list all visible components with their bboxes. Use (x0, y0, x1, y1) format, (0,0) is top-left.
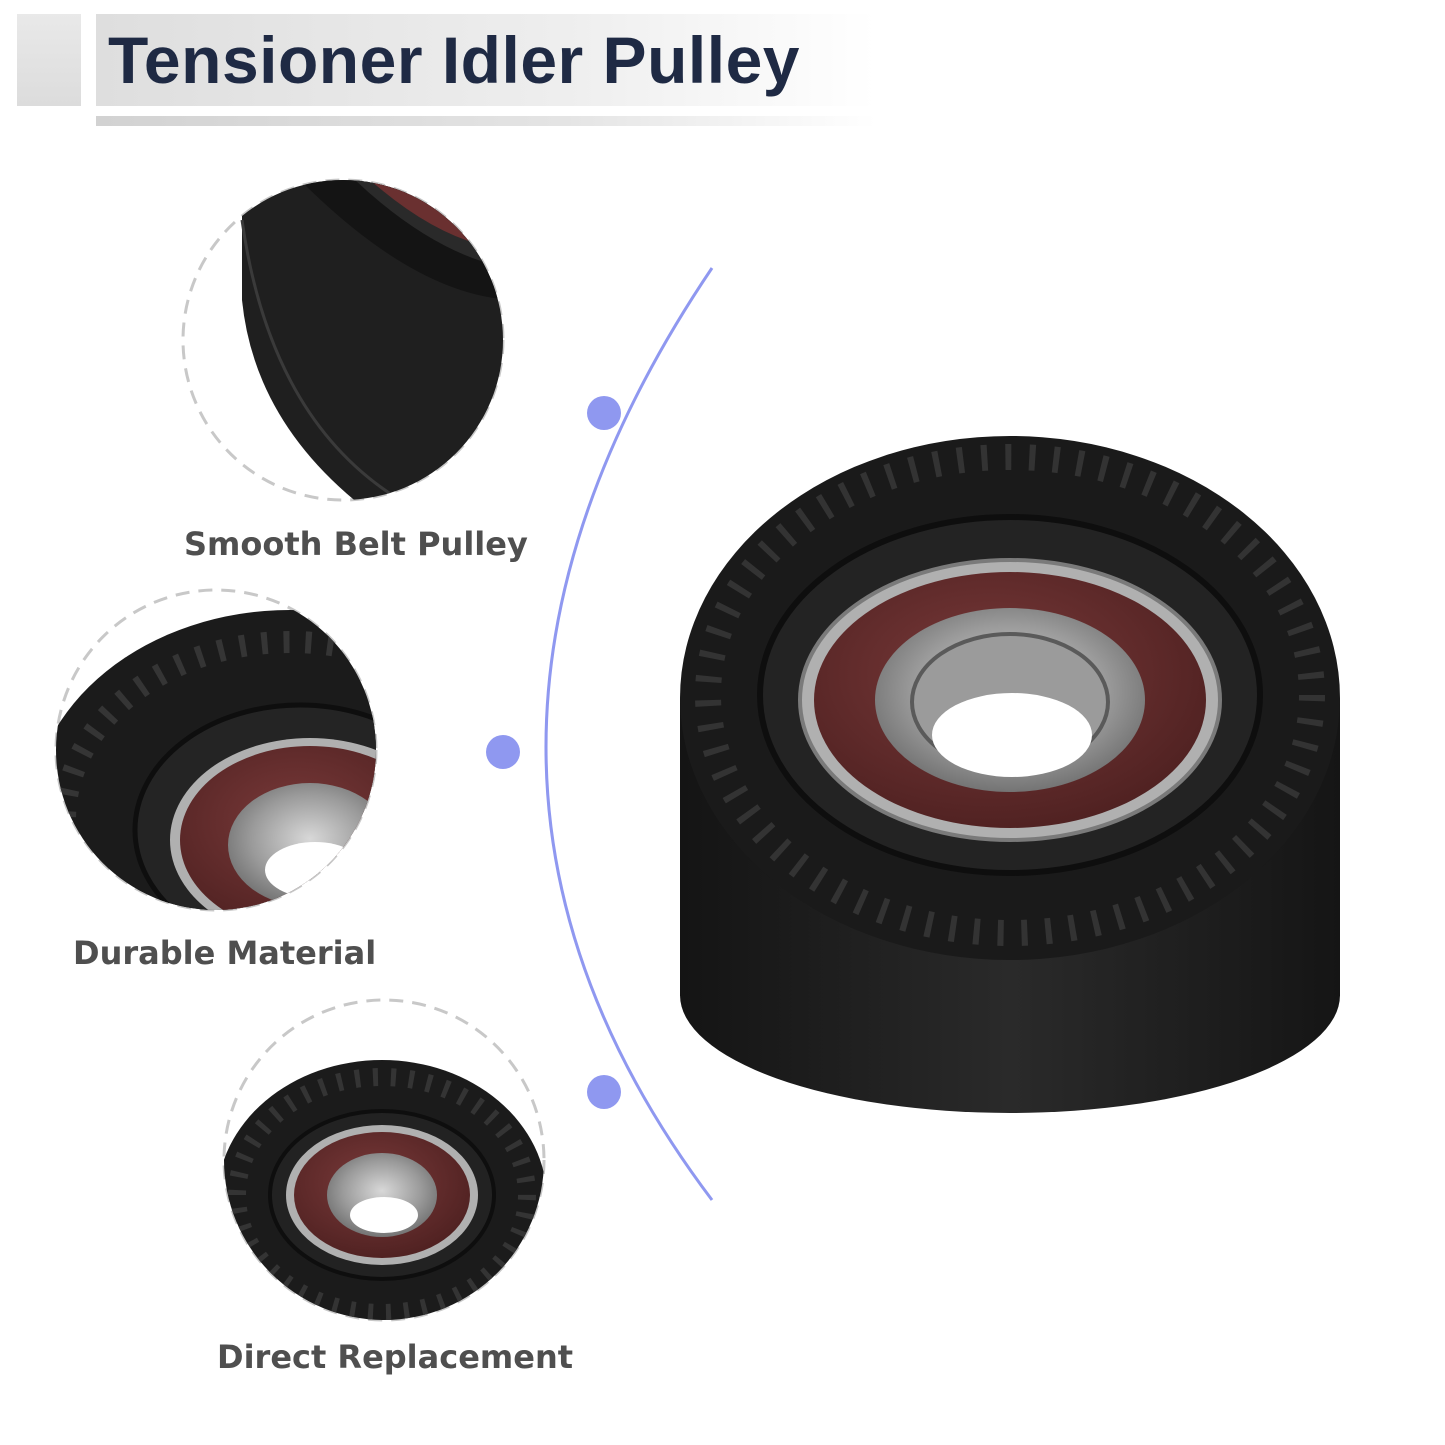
main-pulley-image (680, 436, 1340, 1113)
page-title: Tensioner Idler Pulley (108, 23, 800, 97)
title-underline (96, 116, 876, 126)
feature-label-smooth-belt: Smooth Belt Pulley (184, 525, 528, 563)
timeline-dot-3 (587, 1075, 621, 1109)
timeline-arc (544, 267, 714, 1201)
title-bar (96, 14, 876, 106)
timeline-dot-1 (587, 396, 621, 430)
timeline-dot-2 (486, 735, 520, 769)
title-accent-block (17, 14, 81, 106)
feature-label-durable-material: Durable Material (73, 934, 377, 972)
detail-direct-replacement-image (222, 998, 546, 1322)
feature-label-direct-replacement: Direct Replacement (217, 1338, 574, 1376)
detail-smooth-belt-image (181, 178, 505, 502)
